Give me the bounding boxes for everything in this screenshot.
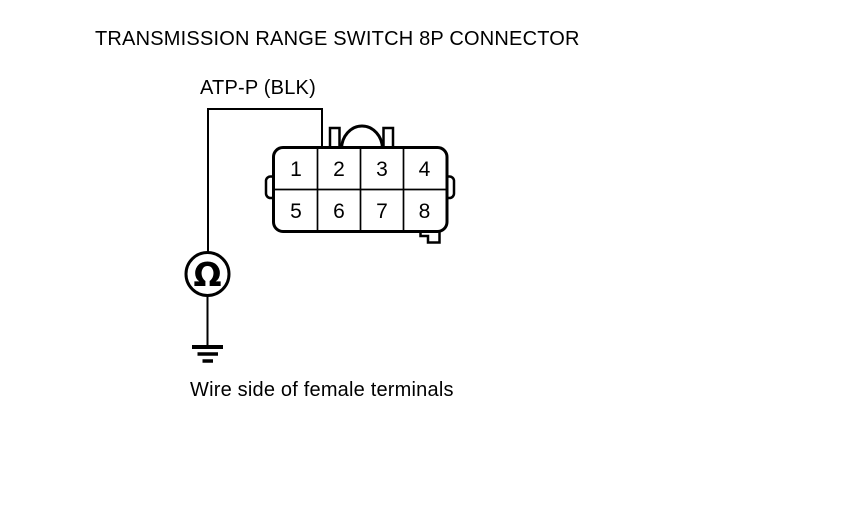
ohmmeter-circle	[184, 251, 231, 297]
connector-grid	[275, 149, 446, 230]
diagram-title: TRANSMISSION RANGE SWITCH 8P CONNECTOR	[95, 28, 580, 50]
pin-number-3: 3	[376, 158, 388, 181]
pin-number-5: 5	[290, 200, 302, 223]
pin-number-7: 7	[376, 200, 388, 223]
pin-number-1: 1	[290, 158, 302, 181]
pin-number-2: 2	[333, 158, 345, 181]
pin-number-4: 4	[419, 158, 431, 181]
wire-label: ATP-P (BLK)	[200, 77, 316, 99]
connector-8p: 1 2 3 4 5 6 7 8	[264, 124, 456, 244]
probe-wire	[207, 108, 323, 253]
latch-dome	[339, 124, 385, 151]
omega-symbol: Ω	[193, 255, 221, 294]
ground-icon	[192, 345, 223, 363]
pin-number-6: 6	[333, 200, 345, 223]
ohmmeter-icon: Ω	[184, 251, 231, 297]
caption-wire-side: Wire side of female terminals	[190, 379, 454, 401]
pin-number-8: 8	[419, 200, 431, 223]
